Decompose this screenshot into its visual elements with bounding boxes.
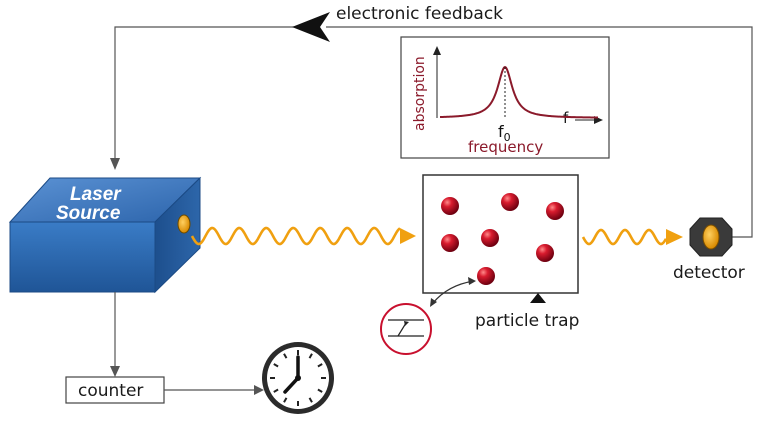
inset-ylabel: absorption bbox=[412, 56, 428, 131]
feedback-arrowhead bbox=[292, 12, 330, 42]
inset-y-arrowhead bbox=[433, 46, 441, 55]
particle-trap-box bbox=[422, 174, 579, 294]
clock-icon bbox=[262, 342, 334, 414]
laser-input-arrowhead bbox=[110, 158, 120, 170]
feedback-line-right bbox=[326, 26, 753, 238]
particle bbox=[501, 193, 519, 211]
particle bbox=[536, 244, 554, 262]
lorentzian-curve bbox=[439, 65, 599, 119]
inset-axis-arrow-label: f bbox=[563, 109, 569, 127]
particle bbox=[441, 197, 459, 215]
feedback-label: electronic feedback bbox=[336, 4, 503, 24]
beam-to-detector-arrowhead bbox=[666, 229, 683, 245]
inset-frame bbox=[400, 36, 610, 159]
clock-arrowhead bbox=[254, 385, 264, 395]
detector-icon bbox=[689, 217, 733, 257]
energy-level-icon bbox=[380, 303, 432, 355]
counter-arrowhead bbox=[110, 366, 120, 377]
laser-source: Laser Source bbox=[8, 176, 202, 294]
particle bbox=[546, 202, 564, 220]
absorption-inset: f absorption f0 frequency bbox=[400, 36, 610, 159]
beam-to-trap-arrowhead bbox=[400, 228, 416, 244]
laser-beam-to-detector bbox=[581, 228, 668, 246]
detector-label: detector bbox=[673, 263, 745, 283]
level-link-arrowhead-top bbox=[468, 277, 476, 285]
inset-peak-label: f0 bbox=[498, 122, 511, 144]
laser-label-line1: Laser bbox=[70, 184, 122, 205]
particle bbox=[481, 229, 499, 247]
particle bbox=[477, 267, 495, 285]
inset-xlabel: frequency bbox=[468, 138, 543, 156]
counter-label: counter bbox=[78, 381, 143, 401]
feedback-line-left bbox=[114, 26, 320, 160]
peak-label-sub: 0 bbox=[504, 131, 511, 144]
peak-label-main: f bbox=[498, 122, 504, 141]
particle-trap-label: particle trap bbox=[475, 311, 579, 331]
particles bbox=[441, 193, 564, 285]
laser-beam-to-trap bbox=[190, 226, 401, 246]
laser-aperture bbox=[177, 214, 191, 234]
level-link-arrowhead-bottom bbox=[430, 298, 437, 307]
particle bbox=[441, 234, 459, 252]
laser-label-line2: Source bbox=[56, 203, 121, 224]
trap-marker bbox=[530, 293, 546, 303]
feedback-loop bbox=[114, 26, 753, 238]
